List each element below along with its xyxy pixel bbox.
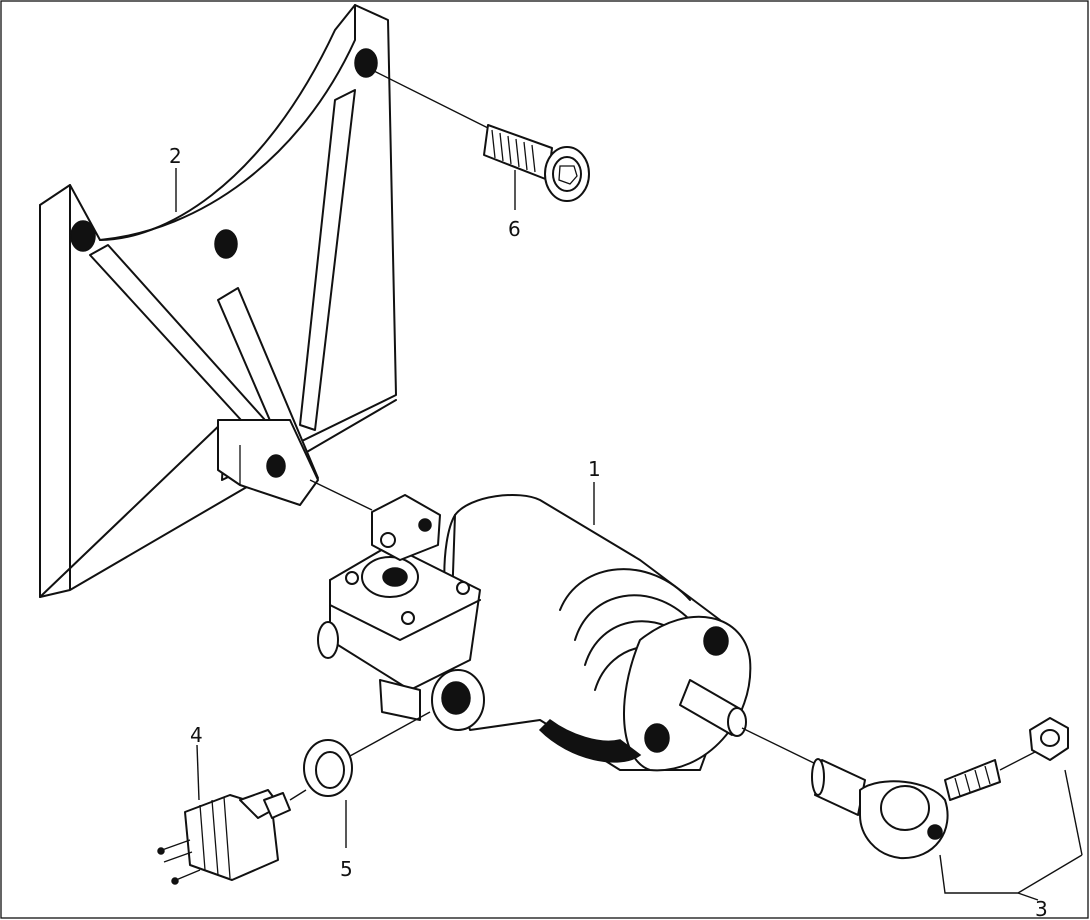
socket-head-bolt-icon <box>371 69 590 202</box>
callout-3: 3 <box>1035 897 1048 920</box>
callout-1: 1 <box>588 457 601 481</box>
callout-6: 6 <box>508 217 521 241</box>
mounting-bracket-icon <box>39 4 397 598</box>
valve-assembly-icon <box>309 479 752 772</box>
sealing-washer-icon <box>303 711 431 848</box>
callout-4: 4 <box>190 723 203 747</box>
callout-2: 2 <box>169 144 182 168</box>
callout-5: 5 <box>340 857 353 881</box>
pressure-switch-icon <box>157 744 307 885</box>
ball-joint-rod-end-icon <box>741 717 1083 901</box>
